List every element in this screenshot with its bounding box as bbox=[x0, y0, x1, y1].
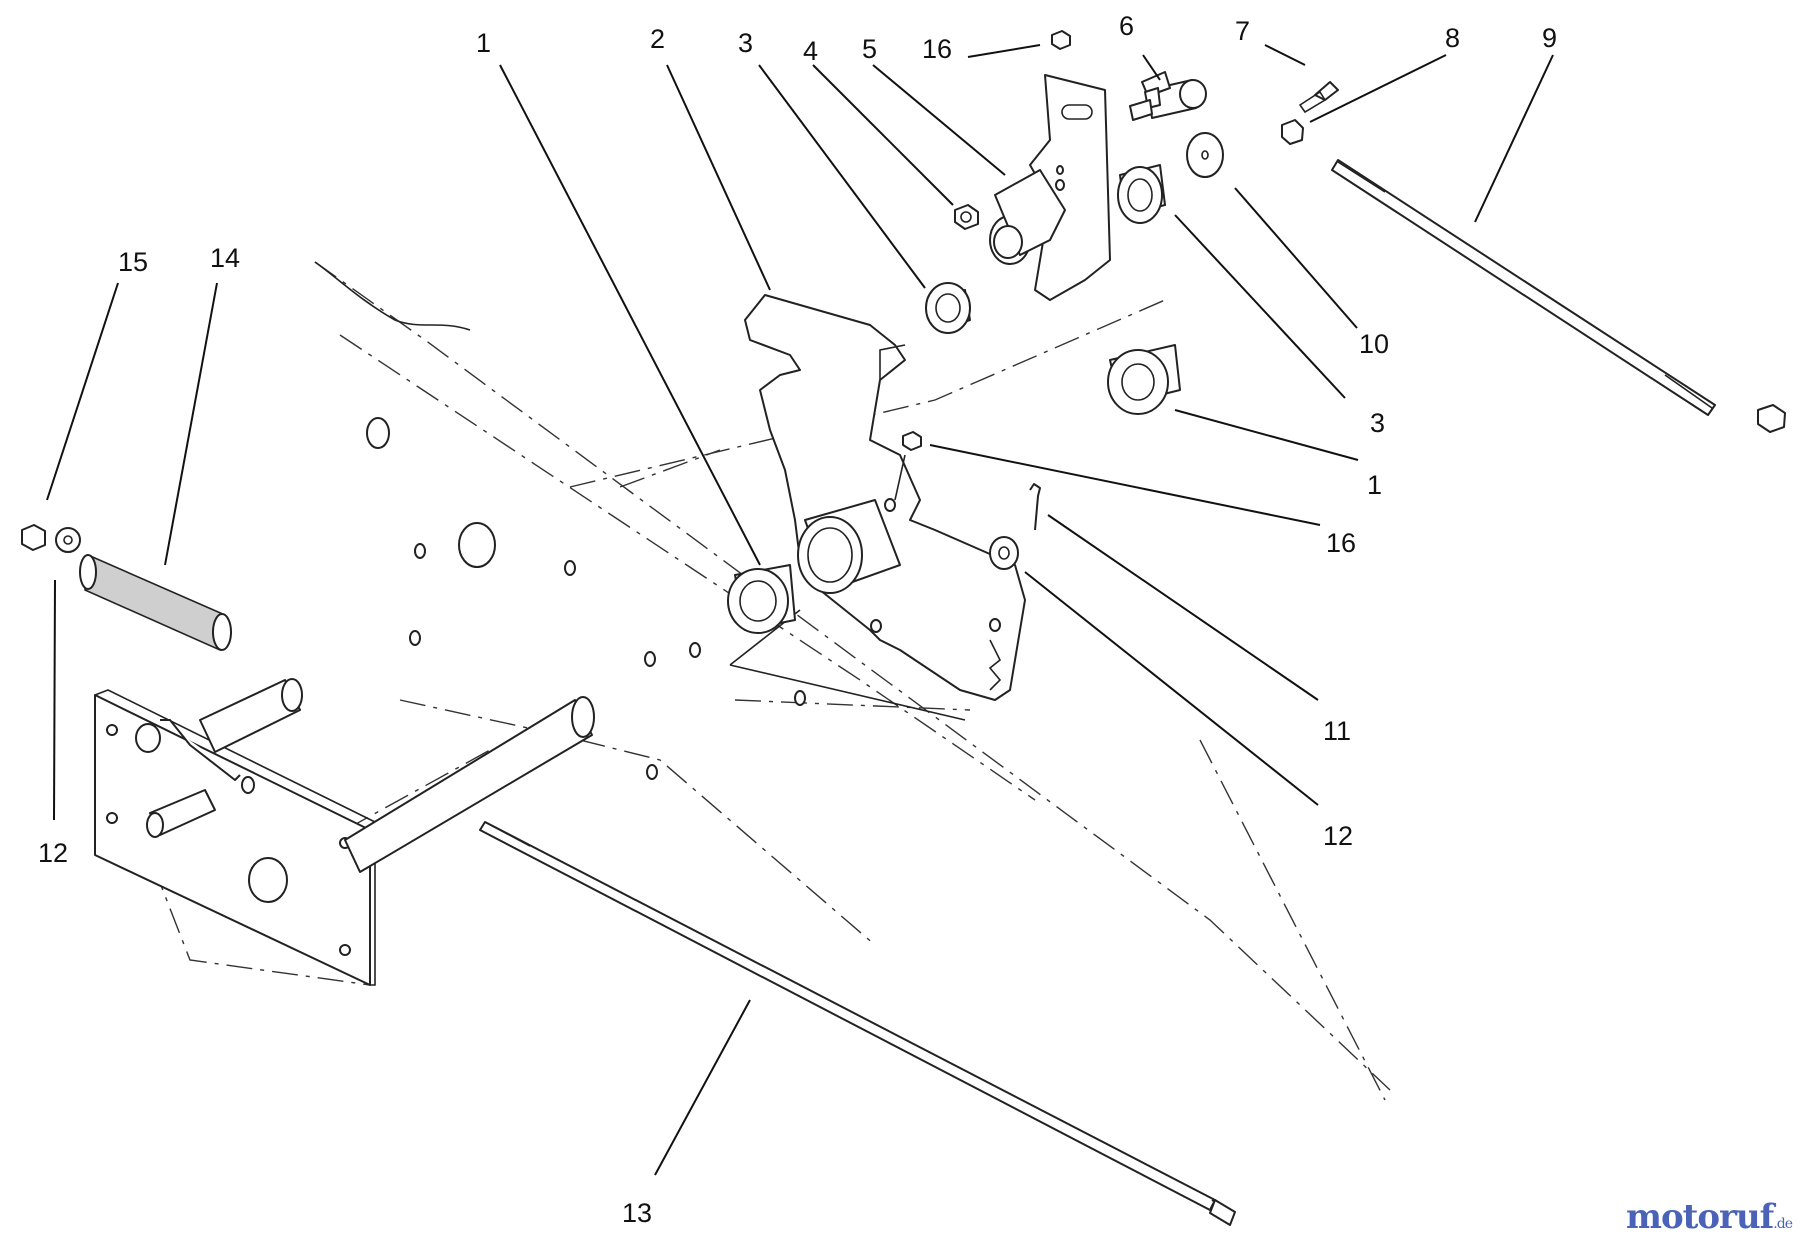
spring-14 bbox=[79, 553, 232, 652]
cotter-pin-11 bbox=[1029, 483, 1041, 531]
bushing-left bbox=[727, 564, 796, 634]
nut-15 bbox=[21, 524, 46, 551]
callout-16-top: 16 bbox=[922, 34, 952, 64]
pivot-pins bbox=[199, 678, 595, 873]
callout-8: 8 bbox=[1445, 23, 1460, 53]
washer-12-left bbox=[55, 527, 81, 553]
watermark-brand: motoruf bbox=[1626, 1197, 1774, 1237]
rod-end-assembly bbox=[1129, 71, 1339, 145]
upper-bracket bbox=[989, 74, 1111, 301]
leader-lines bbox=[46, 44, 1554, 1176]
nut-16-upper bbox=[1051, 30, 1071, 50]
rod-9 bbox=[1331, 159, 1786, 433]
rod-13 bbox=[479, 821, 1236, 1226]
callout-7: 7 bbox=[1235, 16, 1250, 46]
callout-12-right: 12 bbox=[1323, 821, 1353, 851]
callout-5: 5 bbox=[862, 34, 877, 64]
lever-arm bbox=[744, 294, 1026, 701]
bushing-3-left bbox=[925, 282, 971, 334]
callout-6: 6 bbox=[1119, 11, 1134, 41]
nut-16-lower bbox=[894, 431, 922, 501]
callout-15: 15 bbox=[118, 247, 148, 277]
callout-11: 11 bbox=[1323, 716, 1351, 746]
nut-4 bbox=[954, 204, 979, 230]
callout-10: 10 bbox=[1359, 329, 1389, 359]
callout-3-top: 3 bbox=[738, 28, 753, 58]
washer-12-right bbox=[989, 536, 1019, 570]
lever-tube bbox=[797, 499, 901, 594]
callout-3-right: 3 bbox=[1370, 408, 1385, 438]
construction-lines bbox=[119, 261, 1391, 1101]
callout-13: 13 bbox=[622, 1198, 652, 1228]
bushing-3-right bbox=[1117, 164, 1166, 224]
callout-1-right: 1 bbox=[1367, 470, 1382, 500]
callout-2: 2 bbox=[650, 24, 665, 54]
mount-plate bbox=[94, 689, 377, 986]
callout-1-top: 1 bbox=[476, 28, 491, 58]
callout-9: 9 bbox=[1542, 23, 1557, 53]
callout-4: 4 bbox=[803, 36, 818, 66]
washer-10 bbox=[1186, 132, 1224, 178]
callout-16-right: 16 bbox=[1326, 528, 1356, 558]
watermark-tld: .de bbox=[1773, 1216, 1793, 1232]
callout-14: 14 bbox=[210, 243, 240, 273]
frame-plate bbox=[314, 261, 966, 780]
bushing-right bbox=[1107, 344, 1181, 415]
callout-labels: 1 2 3 4 5 16 6 7 8 9 10 3 1 16 11 12 15 … bbox=[38, 11, 1557, 1228]
callout-12-left: 12 bbox=[38, 838, 68, 868]
watermark-logo: motoruf.de bbox=[1626, 1197, 1793, 1237]
